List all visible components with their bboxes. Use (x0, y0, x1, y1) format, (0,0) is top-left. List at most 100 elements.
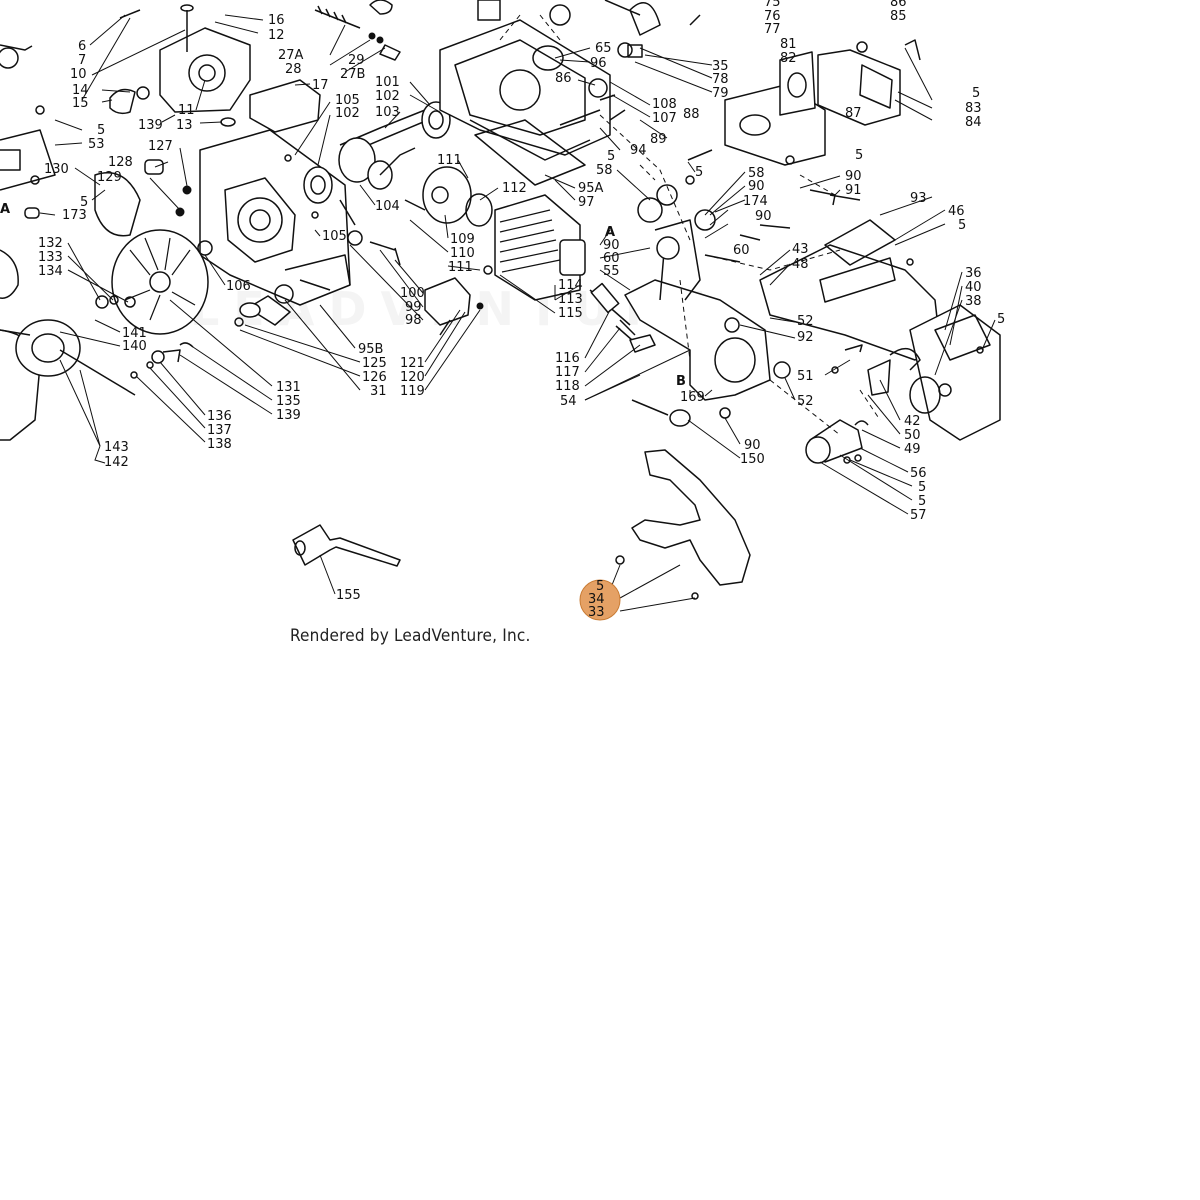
label-119[interactable]: 119 (400, 384, 425, 399)
label-113[interactable]: 113 (558, 292, 583, 307)
label-94[interactable]: 94 (630, 143, 647, 158)
label-112[interactable]: 112 (502, 181, 527, 196)
label-106[interactable]: 106 (226, 279, 251, 294)
label-150[interactable]: 150 (740, 452, 765, 467)
label-88[interactable]: 88 (683, 107, 700, 122)
label-83[interactable]: 83 (965, 101, 982, 116)
label-128[interactable]: 128 (108, 155, 133, 170)
label-81[interactable]: 81 (780, 37, 797, 52)
label-104[interactable]: 104 (375, 199, 400, 214)
label-40[interactable]: 40 (965, 280, 982, 295)
label-17[interactable]: 17 (312, 78, 329, 93)
label-7[interactable]: 7 (78, 53, 86, 68)
label-132[interactable]: 132 (38, 236, 63, 251)
label-42[interactable]: 42 (904, 414, 921, 429)
label-90a[interactable]: 90 (748, 179, 765, 194)
label-126[interactable]: 126 (362, 370, 387, 385)
label-110[interactable]: 110 (450, 246, 475, 261)
label-35[interactable]: 35 (712, 59, 729, 74)
label-117[interactable]: 117 (555, 365, 580, 380)
label-140[interactable]: 140 (122, 339, 147, 354)
label-84[interactable]: 84 (965, 115, 982, 130)
label-58b[interactable]: 58 (748, 166, 765, 181)
label-43[interactable]: 43 (792, 242, 809, 257)
label-5g[interactable]: 5 (958, 218, 966, 233)
label-95b[interactable]: 95B (358, 342, 383, 357)
label-95a[interactable]: 95A (578, 181, 604, 196)
label-111a[interactable]: 111 (437, 153, 462, 168)
label-5d[interactable]: 5 (80, 195, 88, 210)
label-82[interactable]: 82 (780, 51, 797, 66)
label-31[interactable]: 31 (370, 384, 387, 399)
label-78[interactable]: 78 (712, 72, 729, 87)
label-49[interactable]: 49 (904, 442, 921, 457)
label-29[interactable]: 29 (348, 53, 365, 68)
label-136[interactable]: 136 (207, 409, 232, 424)
label-56[interactable]: 56 (910, 466, 927, 481)
label-5a[interactable]: 5 (972, 86, 980, 101)
label-105a[interactable]: 105 (335, 93, 360, 108)
label-52b[interactable]: 52 (797, 394, 814, 409)
label-137[interactable]: 137 (207, 423, 232, 438)
label-55[interactable]: 55 (603, 264, 620, 279)
label-141[interactable]: 141 (122, 326, 147, 341)
label-98[interactable]: 98 (405, 313, 422, 328)
label-96[interactable]: 96 (590, 56, 607, 71)
label-85[interactable]: 85 (890, 9, 907, 24)
label-46[interactable]: 46 (948, 204, 965, 219)
label-5b[interactable]: 5 (855, 148, 863, 163)
label-79[interactable]: 79 (712, 86, 729, 101)
label-100[interactable]: 100 (400, 286, 425, 301)
label-118[interactable]: 118 (555, 379, 580, 394)
label-114[interactable]: 114 (558, 278, 583, 293)
label-143[interactable]: 143 (104, 440, 129, 455)
label-60b[interactable]: 60 (733, 243, 750, 258)
label-116[interactable]: 116 (555, 351, 580, 366)
label-89[interactable]: 89 (650, 132, 667, 147)
label-99[interactable]: 99 (405, 300, 422, 315)
label-53[interactable]: 53 (88, 137, 105, 152)
label-33[interactable]: 33 (588, 605, 605, 620)
label-a1[interactable]: A (0, 202, 10, 217)
label-57[interactable]: 57 (910, 508, 927, 523)
label-28[interactable]: 28 (285, 62, 302, 77)
label-97[interactable]: 97 (578, 195, 595, 210)
label-121[interactable]: 121 (400, 356, 425, 371)
label-15[interactable]: 15 (72, 96, 89, 111)
label-5e[interactable]: 5 (607, 149, 615, 164)
label-174[interactable]: 174 (743, 194, 768, 209)
label-58a[interactable]: 58 (596, 163, 613, 178)
label-92[interactable]: 92 (797, 330, 814, 345)
label-115[interactable]: 115 (558, 306, 583, 321)
label-91[interactable]: 91 (845, 183, 862, 198)
label-12[interactable]: 12 (268, 28, 285, 43)
label-155[interactable]: 155 (336, 588, 361, 603)
label-127[interactable]: 127 (148, 139, 173, 154)
label-5h[interactable]: 5 (997, 312, 1005, 327)
label-86b[interactable]: 86 (555, 71, 572, 86)
label-b[interactable]: B (676, 374, 686, 389)
label-139b[interactable]: 139 (276, 408, 301, 423)
label-76[interactable]: 76 (764, 9, 781, 24)
label-102b[interactable]: 102 (335, 106, 360, 121)
label-38[interactable]: 38 (965, 294, 982, 309)
label-105b[interactable]: 105 (322, 229, 347, 244)
label-133[interactable]: 133 (38, 250, 63, 265)
label-13[interactable]: 13 (176, 118, 193, 133)
label-138[interactable]: 138 (207, 437, 232, 452)
label-131[interactable]: 131 (276, 380, 301, 395)
label-52a[interactable]: 52 (797, 314, 814, 329)
label-11[interactable]: 11 (178, 103, 195, 118)
label-135[interactable]: 135 (276, 394, 301, 409)
label-90b[interactable]: 90 (845, 169, 862, 184)
label-169[interactable]: 169 (680, 390, 705, 405)
label-10[interactable]: 10 (70, 67, 87, 82)
label-48[interactable]: 48 (792, 257, 809, 272)
label-108[interactable]: 108 (652, 97, 677, 112)
label-87[interactable]: 87 (845, 106, 862, 121)
label-130[interactable]: 130 (44, 162, 69, 177)
label-27a[interactable]: 27A (278, 48, 304, 63)
label-109[interactable]: 109 (450, 232, 475, 247)
label-111b[interactable]: 111 (448, 260, 473, 275)
label-107[interactable]: 107 (652, 111, 677, 126)
